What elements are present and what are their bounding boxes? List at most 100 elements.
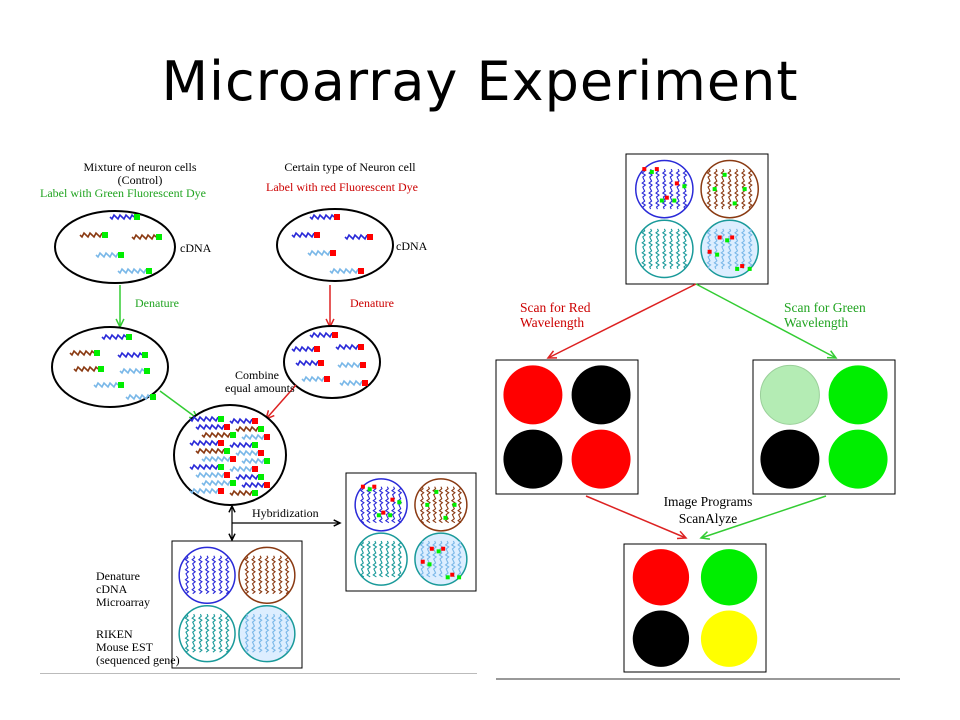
dye-label-dot — [318, 360, 324, 366]
dye-label-dot — [642, 167, 647, 172]
dye-label-dot — [367, 234, 373, 240]
dna-strand — [117, 351, 143, 359]
sample-title: Certain type of Neuron cell — [284, 160, 416, 174]
scan-green-label-line2: Wavelength — [784, 315, 849, 330]
array-label-line1: Denature — [96, 569, 140, 583]
dye-label-dot — [715, 252, 720, 257]
dye-label-dot — [218, 440, 224, 446]
dna-strand — [241, 433, 265, 441]
probe-strand — [378, 540, 384, 578]
sample-denature-label: Denature — [350, 296, 394, 310]
probe-strand — [391, 486, 397, 524]
dye-label-dot — [156, 234, 162, 240]
dye-label-dot — [218, 416, 224, 422]
dna-strand — [119, 367, 145, 375]
probe-strand — [727, 168, 733, 210]
dna-strand — [195, 423, 225, 431]
scan-spot — [700, 610, 758, 667]
dye-label-dot — [252, 442, 258, 448]
arrow-head — [676, 530, 688, 540]
dna-strand — [117, 267, 147, 275]
dye-label-dot — [434, 489, 439, 494]
hybridized-microarray-scan-source — [625, 153, 769, 285]
dye-label-dot — [134, 214, 140, 220]
scanning-artwork — [495, 153, 896, 673]
control-subtitle: (Control) — [117, 173, 163, 187]
dna-strand — [201, 455, 231, 463]
dye-label-dot — [252, 418, 258, 424]
dna-strand — [309, 213, 335, 221]
dye-label-dot — [427, 562, 432, 567]
merge-red-arrow — [585, 495, 687, 539]
scan-spot — [632, 610, 690, 667]
dye-label-dot — [224, 424, 230, 430]
scan-red-label-line2: Wavelength — [520, 315, 585, 330]
probe-strand — [655, 228, 660, 270]
scan-spot — [759, 364, 820, 425]
dye-label-dot — [717, 235, 722, 240]
probe-strand — [668, 228, 674, 270]
dye-label-dot — [258, 450, 264, 456]
control-cdna-ellipse — [54, 210, 176, 284]
array-label-line3: Microarray — [96, 595, 150, 609]
dye-label-dot — [118, 382, 124, 388]
dye-label-dot — [264, 482, 270, 488]
source-label-line3: (sequenced gene) — [96, 653, 180, 667]
dna-strand — [201, 431, 231, 439]
scan-red-label-line1: Scan for Red — [520, 300, 591, 315]
dye-label-dot — [102, 232, 108, 238]
dna-strand — [195, 471, 225, 479]
hybridized-microarray — [345, 472, 477, 592]
control-title: Mixture of neuron cells — [83, 160, 197, 174]
probe-strand — [706, 168, 712, 210]
probe-strand — [211, 555, 217, 595]
denatured-cdna-microarray — [171, 540, 303, 669]
scan-spot — [828, 365, 888, 425]
control-denature-label: Denature — [135, 296, 179, 310]
combine-green-arrow — [159, 390, 199, 420]
probe-strand — [224, 555, 230, 595]
dye-label-dot — [664, 195, 669, 200]
probe-strand — [366, 540, 372, 578]
probe-strand — [224, 613, 230, 653]
dye-label-dot — [360, 484, 365, 489]
dna-strand — [189, 463, 219, 471]
dye-label-dot — [649, 169, 654, 174]
dna-strand — [93, 381, 119, 389]
probe-strand — [457, 540, 463, 578]
dna-strand — [307, 249, 331, 257]
dye-label-dot — [425, 502, 430, 507]
dye-label-dot — [742, 187, 747, 192]
control-dye-label: Label with Green Fluorescent Dye — [40, 186, 206, 200]
image-program-label-line2: ScanAlyze — [678, 511, 738, 526]
probe-strand — [457, 486, 463, 524]
probe-strand — [191, 555, 197, 595]
dye-label-dot — [722, 172, 727, 177]
dye-label-dot — [452, 502, 457, 507]
probe-strand — [191, 613, 197, 653]
dye-label-dot — [436, 549, 441, 554]
array-label-line2: cDNA — [96, 582, 128, 596]
dye-label-dot — [252, 490, 258, 496]
dye-label-dot — [230, 480, 236, 486]
dye-label-dot — [672, 198, 677, 203]
denatured-control-ellipse — [51, 326, 169, 408]
dye-label-dot — [264, 458, 270, 464]
probe-strand — [384, 540, 390, 578]
dye-label-dot — [707, 249, 712, 254]
dna-strand — [109, 213, 135, 221]
dna-strand — [131, 233, 157, 241]
dna-strand — [235, 425, 259, 433]
sample-cdna-ellipse — [276, 208, 394, 282]
dye-label-dot — [150, 394, 156, 400]
probe-strand — [747, 228, 753, 270]
dye-label-dot — [735, 266, 740, 271]
probe-strand — [378, 486, 384, 524]
probe-strand — [648, 228, 654, 270]
probe-strand — [668, 168, 674, 210]
arrow-head — [333, 519, 342, 527]
dna-strand — [189, 487, 219, 495]
dye-label-dot — [224, 472, 230, 478]
dye-label-dot — [712, 187, 717, 192]
dna-strand — [235, 449, 259, 457]
